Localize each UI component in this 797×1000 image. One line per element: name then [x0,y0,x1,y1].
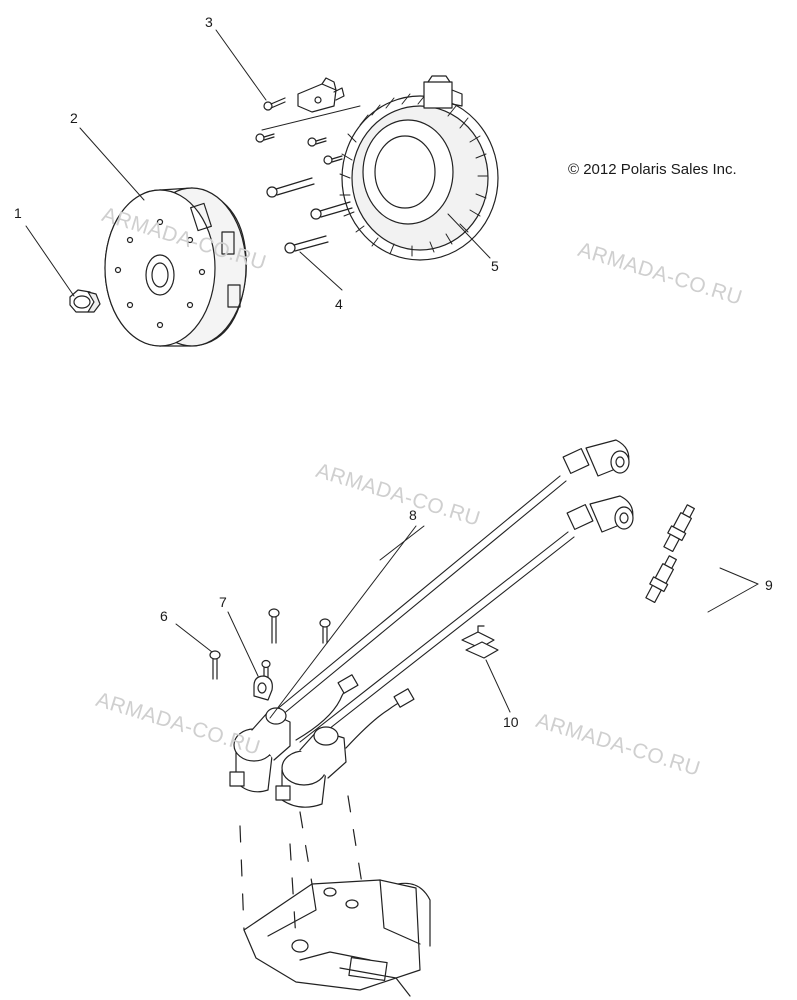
screws-3 [255,97,343,165]
wire-clip [461,625,499,659]
callout-7: 7 [219,594,227,610]
stator [339,75,499,261]
callout-1: 1 [14,205,22,221]
callout-10: 10 [503,714,519,730]
screws-4 [266,177,353,254]
coil-screws [209,608,331,680]
coil-bracket [243,879,431,997]
spark-plugs [645,504,695,604]
flywheel-nut [69,289,101,313]
callout-3: 3 [205,14,213,30]
copyright-notice: © 2012 Polaris Sales Inc. [568,161,737,178]
callout-9: 9 [765,577,773,593]
flywheel [104,187,247,347]
leader-lines [25,29,759,719]
callout-2: 2 [70,110,78,126]
callout-5: 5 [491,258,499,274]
alignment-lines [239,795,363,941]
callout-8: 8 [409,507,417,523]
wire-clamp [253,675,273,701]
spark-plug-wires [269,439,634,748]
callout-4: 4 [335,296,343,312]
crank-sensor [297,77,345,113]
ignition-coils [229,674,415,808]
callout-6: 6 [160,608,168,624]
